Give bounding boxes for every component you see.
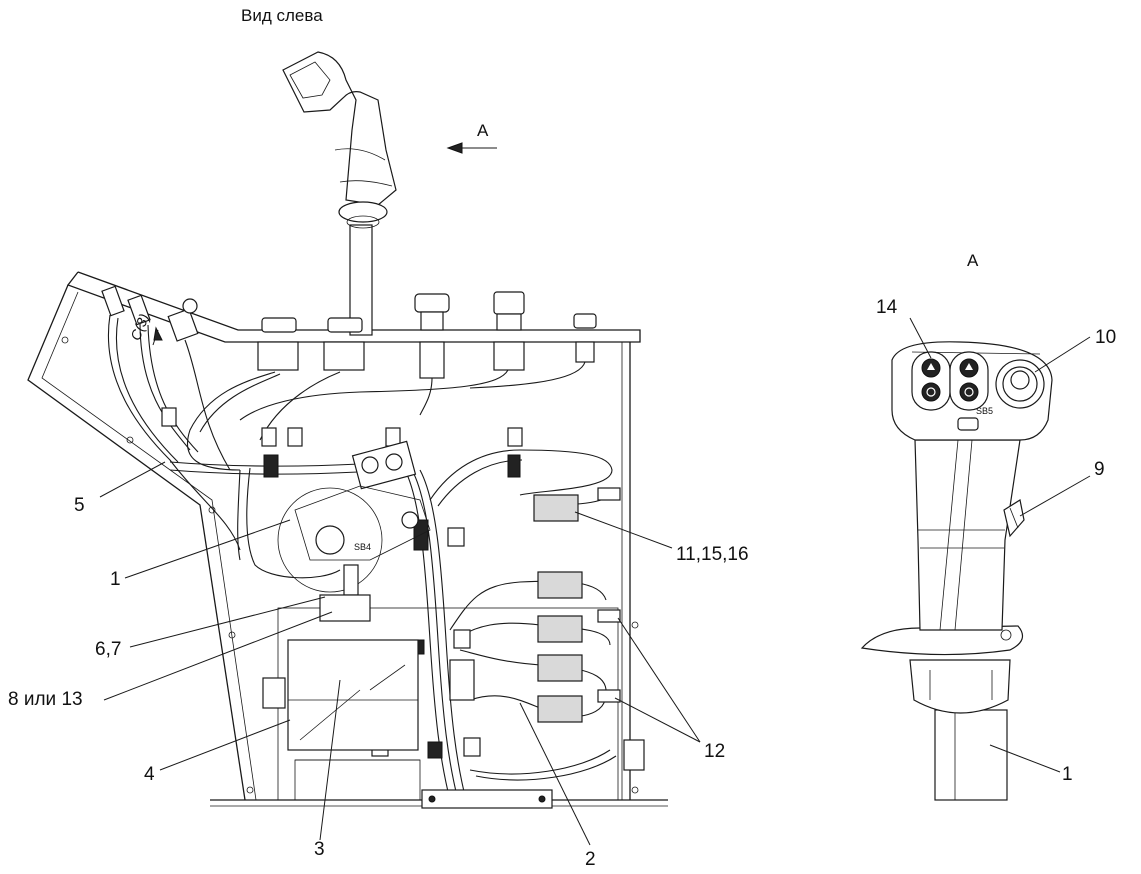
- callout-6-7: 6,7: [95, 639, 122, 660]
- callout-8-or-13: 8 или 13: [8, 689, 83, 710]
- callout-12: 12: [704, 741, 726, 762]
- callout-9: 9: [1094, 459, 1105, 480]
- view-arrow-a: [446, 142, 497, 154]
- callout-1-right: 1: [1062, 764, 1073, 785]
- sb5-label: SB5: [976, 406, 994, 416]
- leader-lines: [99, 317, 1091, 846]
- panel-connectors: [101, 285, 199, 342]
- console-assembly: [27, 51, 668, 809]
- top-switches: [257, 291, 597, 379]
- callout-5: 5: [74, 495, 85, 516]
- harness-connectors: [449, 487, 645, 771]
- view-a-title: А: [967, 251, 979, 270]
- callout-14: 14: [876, 297, 898, 318]
- callout-10: 10: [1095, 327, 1117, 348]
- callout-3: 3: [314, 839, 325, 860]
- callout-11-15-16: 11,15,16: [676, 544, 749, 565]
- arrow-a-label: А: [477, 121, 489, 140]
- left-view-title: Вид слева: [241, 6, 323, 25]
- joystick-view-a: [860, 341, 1053, 801]
- callout-4: 4: [144, 764, 155, 785]
- sb4-label: SB4: [354, 542, 372, 552]
- callout-2: 2: [585, 849, 596, 870]
- callout-1-left: 1: [110, 569, 121, 590]
